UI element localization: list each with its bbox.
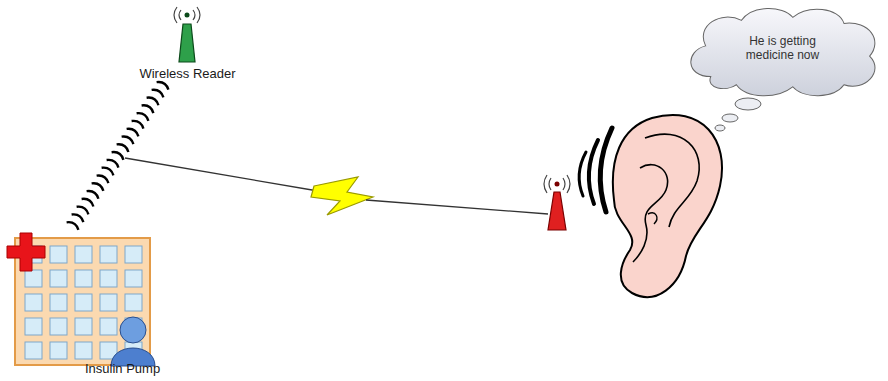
- lightning-bolt: [311, 177, 373, 215]
- thought-cloud: He is getting medicine now: [680, 5, 885, 97]
- hospital-building: [7, 233, 155, 366]
- thought-bubbles: [715, 98, 761, 131]
- node-label: Insulin Pump: [85, 361, 160, 376]
- ear: [613, 115, 722, 297]
- sound-waves: [579, 128, 612, 212]
- reader-antenna: [174, 7, 200, 62]
- link-line: [125, 158, 318, 191]
- link-line: [366, 200, 548, 214]
- eavesdropper-antenna: [544, 175, 570, 230]
- wireless-reader: Wireless Reader: [125, 2, 250, 82]
- wireless-signal: [67, 82, 169, 230]
- insulin-pump: Insulin Pump: [5, 230, 180, 380]
- thought-cloud: [691, 8, 875, 95]
- insulin-pump-icon: [5, 230, 180, 380]
- node-label: He is getting medicine now: [733, 34, 833, 62]
- node-label: Wireless Reader: [139, 66, 235, 81]
